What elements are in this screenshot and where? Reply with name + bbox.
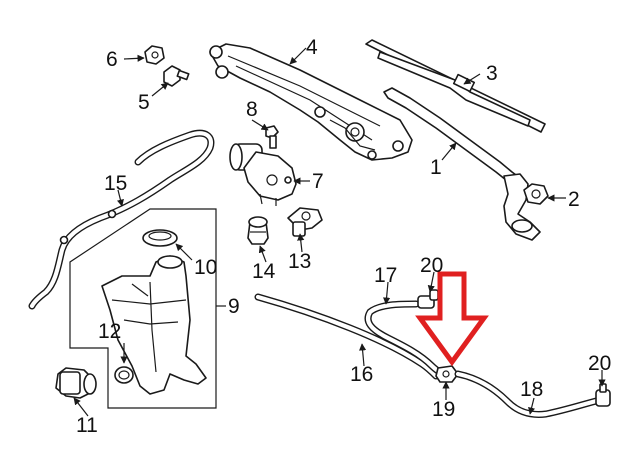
seal-part bbox=[114, 366, 134, 384]
leader-lines bbox=[73, 47, 606, 417]
washer-pump-part bbox=[287, 207, 323, 237]
callout-4: 4 bbox=[306, 36, 318, 59]
callout-3: 3 bbox=[486, 62, 498, 85]
reservoir-cap-part bbox=[142, 229, 178, 247]
bolt-part bbox=[163, 65, 190, 87]
callout-20-lower: 20 bbox=[588, 352, 611, 375]
rear-washer-nozzle-part bbox=[595, 383, 611, 407]
callout-19: 19 bbox=[432, 398, 455, 421]
callout-12: 12 bbox=[98, 320, 121, 343]
callout-7: 7 bbox=[312, 170, 324, 193]
wiper-motor-part bbox=[229, 143, 297, 206]
wiper-arm-part bbox=[383, 87, 541, 241]
reservoir-hose-part bbox=[28, 129, 215, 310]
callout-20-upper: 20 bbox=[420, 254, 443, 277]
callout-14: 14 bbox=[252, 260, 276, 283]
callout-8: 8 bbox=[246, 98, 258, 121]
callout-9: 9 bbox=[228, 295, 240, 318]
callout-2: 2 bbox=[568, 188, 580, 211]
washer-hose-part bbox=[254, 293, 440, 380]
grommet-part bbox=[247, 216, 269, 245]
callout-10: 10 bbox=[194, 256, 217, 279]
level-sensor-part bbox=[55, 367, 97, 399]
callout-6: 6 bbox=[106, 48, 118, 71]
callout-11: 11 bbox=[76, 414, 98, 437]
callout-16: 16 bbox=[350, 363, 373, 386]
callout-labels: 1 2 3 4 5 6 7 8 9 10 11 12 13 14 15 16 1… bbox=[76, 36, 611, 437]
callout-1: 1 bbox=[430, 156, 442, 179]
callout-13: 13 bbox=[288, 250, 311, 273]
motor-bolt-part bbox=[265, 125, 279, 149]
nozzle-hose-part bbox=[364, 300, 448, 380]
arm-nut-part bbox=[523, 183, 549, 205]
rear-washer-hose-part bbox=[454, 370, 604, 418]
wiper-linkage-part bbox=[209, 43, 413, 161]
highlight-arrow bbox=[415, 271, 489, 367]
washer-reservoir-part bbox=[101, 255, 207, 395]
callout-18: 18 bbox=[520, 378, 543, 401]
callout-5: 5 bbox=[138, 91, 150, 114]
nut-part bbox=[144, 45, 165, 65]
callout-17: 17 bbox=[374, 264, 397, 287]
callout-15: 15 bbox=[104, 172, 127, 195]
washer-nozzle-part bbox=[417, 289, 439, 309]
reservoir-assembly-frame bbox=[69, 208, 217, 409]
